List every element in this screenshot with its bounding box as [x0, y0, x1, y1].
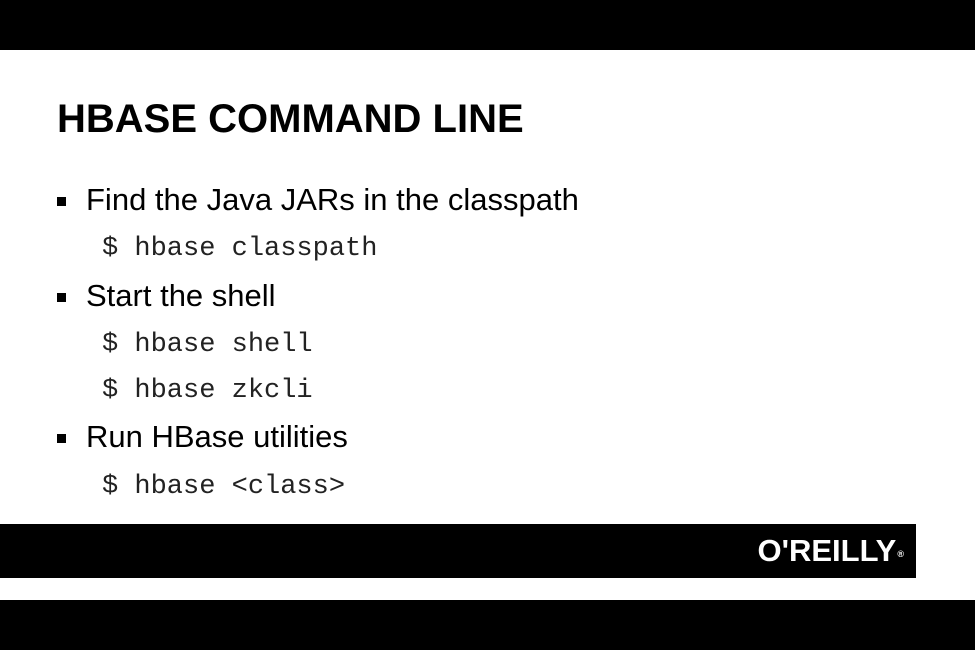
command-line: $ hbase zkcli: [102, 376, 313, 406]
slide-title: HBASE COMMAND LINE: [57, 97, 524, 141]
bullet-text: Find the Java JARs in the classpath: [86, 182, 579, 217]
bullet-text: Run HBase utilities: [86, 419, 348, 454]
square-bullet-icon: [57, 433, 66, 443]
command-line: $ hbase classpath: [102, 234, 378, 264]
bullet-item-shell: Start the shell: [57, 277, 276, 315]
bullet-item-classpath: Find the Java JARs in the classpath: [57, 181, 579, 219]
slide-canvas: [0, 50, 975, 600]
registered-mark: ®: [897, 549, 904, 559]
logo-text: O'REILLY: [757, 533, 897, 568]
square-bullet-icon: [57, 196, 66, 206]
bullet-text: Start the shell: [86, 278, 276, 313]
square-bullet-icon: [57, 292, 66, 302]
oreilly-logo: O'REILLY®: [757, 533, 904, 569]
command-line: $ hbase <class>: [102, 472, 346, 502]
command-line: $ hbase shell: [102, 330, 313, 360]
bullet-item-utilities: Run HBase utilities: [57, 418, 348, 456]
footer-bar: O'REILLY®: [0, 524, 916, 578]
